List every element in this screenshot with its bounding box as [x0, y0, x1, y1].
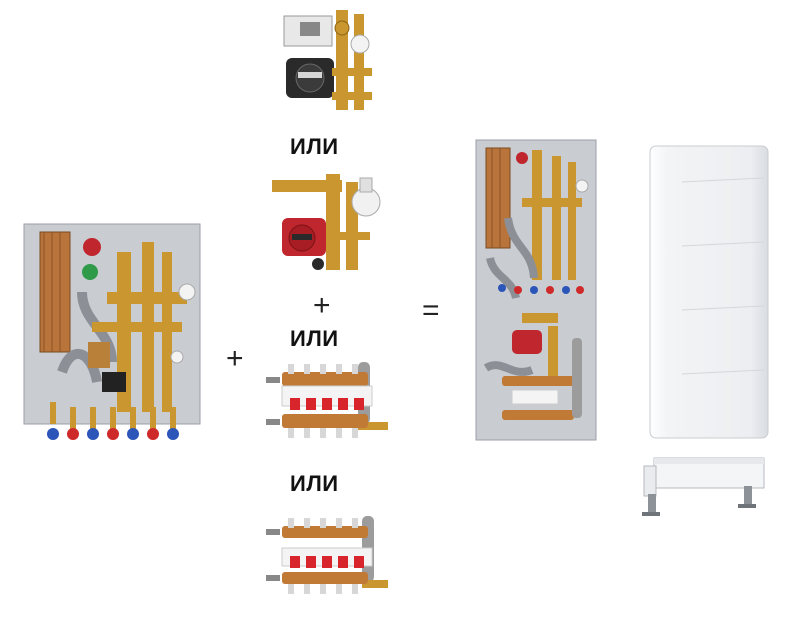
cabinet-image — [646, 142, 772, 442]
cabinet-base-frame-image — [640, 454, 770, 520]
manifold-flowmeter-image-2 — [262, 512, 392, 602]
plus-sign-left: + — [226, 342, 244, 375]
equals-sign: = — [422, 294, 440, 327]
or-label-2: ИЛИ — [290, 326, 339, 351]
pump-group-grey-image — [278, 8, 378, 116]
or-label-3: ИЛИ — [290, 471, 339, 496]
hydraulic-module-image — [22, 222, 202, 447]
assembled-unit-image — [472, 138, 602, 443]
plus-sign-middle: + — [313, 289, 331, 322]
or-label-1: ИЛИ — [290, 134, 339, 159]
pump-group-red-image — [266, 172, 396, 272]
manifold-flowmeter-image-1 — [262, 358, 392, 448]
